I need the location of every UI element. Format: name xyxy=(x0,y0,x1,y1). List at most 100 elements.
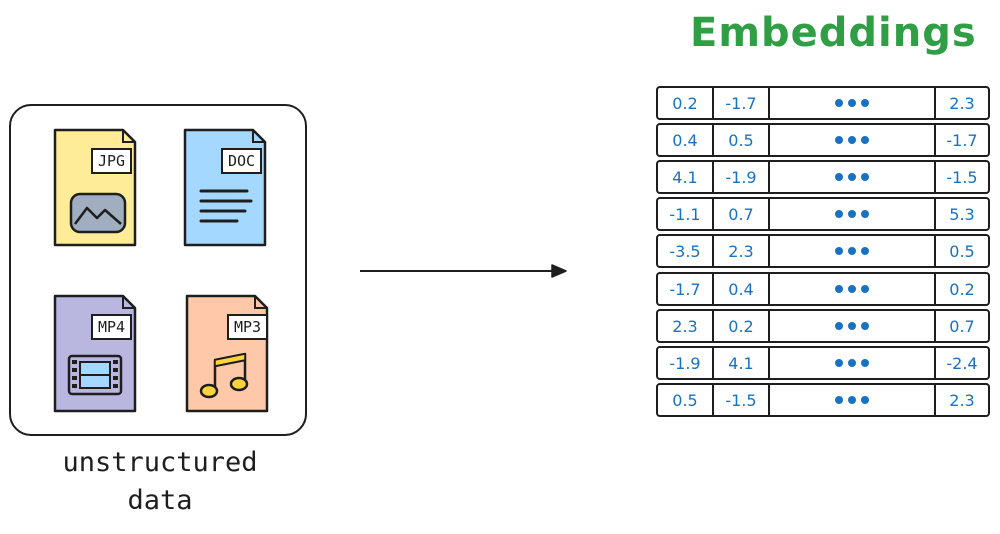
ellipsis-dot xyxy=(848,396,856,404)
mp3-file-icon xyxy=(185,294,269,413)
embedding-value: 0.5 xyxy=(714,125,770,155)
embedding-value: -1.9 xyxy=(714,162,770,192)
embedding-value: -1.7 xyxy=(714,88,770,118)
ellipsis-dot xyxy=(848,136,856,144)
ellipsis-dot xyxy=(835,173,843,181)
ellipsis-dot xyxy=(835,359,843,367)
embedding-value: 2.3 xyxy=(949,390,975,410)
mp3-label: MP3 xyxy=(227,314,269,340)
caption-line-1: unstructured xyxy=(62,447,258,478)
ellipsis-icon xyxy=(835,359,869,367)
embedding-value: 0.4 xyxy=(714,274,770,304)
ellipsis-dot xyxy=(861,285,869,293)
ellipsis-dot xyxy=(861,136,869,144)
ellipsis-dot xyxy=(861,322,869,330)
embedding-value: 2.3 xyxy=(658,311,714,341)
transform-arrow xyxy=(360,264,567,278)
embedding-row: 0.2-1.7 2.3 xyxy=(656,86,990,120)
embedding-value: 0.7 xyxy=(949,316,975,336)
embedding-value: 0.2 xyxy=(714,311,770,341)
ellipsis-dot xyxy=(861,173,869,181)
embedding-value: 0.2 xyxy=(658,88,714,118)
embedding-value: 0.5 xyxy=(658,385,714,415)
ellipsis-dot xyxy=(848,173,856,181)
embedding-value: 0.2 xyxy=(949,279,975,299)
ellipsis-dot xyxy=(835,322,843,330)
ellipsis-icon xyxy=(835,173,869,181)
embedding-value: 0.4 xyxy=(658,125,714,155)
ellipsis-icon xyxy=(835,285,869,293)
ellipsis-cell xyxy=(770,311,936,341)
embedding-value: -1.7 xyxy=(658,274,714,304)
embedding-row: 4.1-1.9 -1.5 xyxy=(656,160,990,194)
ellipsis-dot xyxy=(835,247,843,255)
ellipsis-icon xyxy=(835,322,869,330)
embedding-value: -1.7 xyxy=(946,130,978,150)
music-note-icon xyxy=(199,352,249,399)
ellipsis-dot xyxy=(848,210,856,218)
ellipsis-cell xyxy=(770,125,936,155)
embedding-value: -1.1 xyxy=(658,199,714,229)
ellipsis-dot xyxy=(848,322,856,330)
ellipsis-icon xyxy=(835,396,869,404)
ellipsis-icon xyxy=(835,99,869,107)
doc-file: DOC xyxy=(183,128,278,247)
ellipsis-dot xyxy=(848,359,856,367)
embeddings-title: Embeddings xyxy=(690,10,977,56)
film-icon xyxy=(67,354,123,396)
mp4-label: MP4 xyxy=(91,314,133,340)
mp4-file-icon xyxy=(53,294,137,413)
ellipsis-icon xyxy=(835,247,869,255)
embedding-value: 2.3 xyxy=(714,236,770,266)
ellipsis-icon xyxy=(835,136,869,144)
embedding-value: 0.7 xyxy=(714,199,770,229)
ellipsis-dot xyxy=(835,99,843,107)
doc-file-icon xyxy=(183,128,267,247)
jpg-file: JPG xyxy=(53,128,148,247)
text-lines-icon xyxy=(199,189,253,223)
ellipsis-dot xyxy=(835,285,843,293)
embedding-value: 5.3 xyxy=(949,204,975,224)
embedding-value: 4.1 xyxy=(714,348,770,378)
ellipsis-dot xyxy=(835,396,843,404)
embedding-value: -1.5 xyxy=(714,385,770,415)
embedding-row: 0.5-1.5 2.3 xyxy=(656,383,990,417)
ellipsis-dot xyxy=(861,247,869,255)
mp4-file: MP4 xyxy=(53,294,148,413)
embedding-value: -1.5 xyxy=(946,167,978,187)
embedding-value: -1.9 xyxy=(658,348,714,378)
jpg-file-icon xyxy=(53,128,137,247)
ellipsis-dot xyxy=(848,285,856,293)
embedding-value: 0.5 xyxy=(949,241,975,261)
embedding-value: -3.5 xyxy=(658,236,714,266)
image-icon xyxy=(69,192,127,234)
mp3-file: MP3 xyxy=(185,294,280,413)
ellipsis-cell xyxy=(770,236,936,266)
ellipsis-dot xyxy=(848,247,856,255)
unstructured-data-panel: JPG DOC xyxy=(9,104,307,436)
doc-label: DOC xyxy=(221,148,263,174)
ellipsis-cell xyxy=(770,88,936,118)
ellipsis-cell xyxy=(770,385,936,415)
ellipsis-dot xyxy=(861,99,869,107)
ellipsis-cell xyxy=(770,348,936,378)
caption-line-2: data xyxy=(127,485,193,516)
ellipsis-dot xyxy=(861,210,869,218)
ellipsis-dot xyxy=(861,359,869,367)
ellipsis-cell xyxy=(770,199,936,229)
ellipsis-dot xyxy=(835,210,843,218)
ellipsis-cell xyxy=(770,274,936,304)
embedding-value: 4.1 xyxy=(658,162,714,192)
ellipsis-dot xyxy=(848,99,856,107)
ellipsis-icon xyxy=(835,210,869,218)
embedding-value: -2.4 xyxy=(946,353,978,373)
ellipsis-dot xyxy=(835,136,843,144)
embedding-value: 2.3 xyxy=(949,93,975,113)
ellipsis-cell xyxy=(770,162,936,192)
